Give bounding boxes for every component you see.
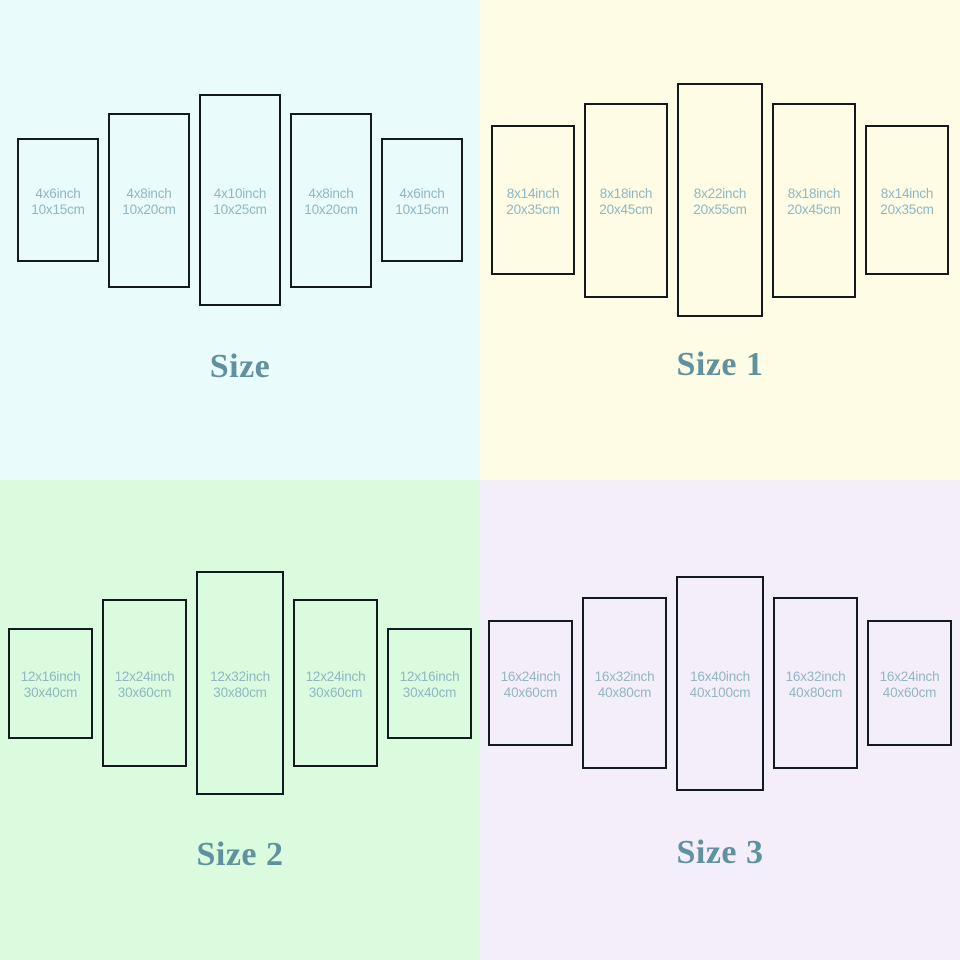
panel-size-cm: 20x35cm (880, 201, 934, 217)
panel-size-cm: 20x45cm (787, 201, 841, 217)
panel-size-inch: 4x8inch (308, 186, 354, 201)
panel-size-inch: 8x22inch (693, 186, 747, 201)
panel-size-cm: 40x100cm (689, 684, 751, 700)
panel-size-cm: 10x20cm (304, 201, 358, 217)
panel-size-cm: 30x40cm (402, 684, 457, 700)
panel-size-cm: 40x80cm (597, 684, 652, 700)
size-option-title: Size 3 (676, 834, 764, 871)
panel-size-cm: 20x55cm (693, 201, 747, 217)
panel-size-cm: 10x15cm (395, 201, 449, 217)
size-option-title: Size 2 (196, 836, 284, 873)
panel-size-inch: 12x24inch (114, 669, 175, 684)
panel-size-cm: 40x80cm (788, 684, 843, 700)
panel-size-cm: 10x25cm (213, 201, 267, 217)
panel-size-inch: 12x24inch (305, 669, 366, 684)
panel-size-cm: 30x80cm (213, 684, 267, 700)
panel-size-inch: 16x40inch (690, 669, 750, 684)
panel-size-inch: 12x16inch (20, 669, 81, 684)
panel-size-cm: 40x60cm (503, 684, 558, 700)
panel-size-cm: 40x60cm (882, 684, 937, 700)
panel-size-inch: 4x6inch (35, 186, 81, 201)
panel-size-inch: 12x32inch (210, 669, 270, 684)
panel-size-inch: 4x8inch (126, 186, 172, 201)
size-option-title: Size 1 (676, 346, 764, 383)
panel-size-cm: 20x35cm (506, 201, 560, 217)
panel-size-cm: 10x20cm (122, 201, 176, 217)
panel-size-inch: 16x32inch (785, 669, 846, 684)
panel-size-inch: 8x18inch (599, 186, 653, 201)
panel-size-cm: 30x40cm (23, 684, 78, 700)
panel-size-cm: 10x15cm (31, 201, 85, 217)
panel-size-inch: 16x24inch (879, 669, 940, 684)
panel-size-cm: 30x60cm (117, 684, 172, 700)
panel-size-cm: 20x45cm (599, 201, 653, 217)
size-option-title: Size (209, 348, 271, 385)
panel-size-cm: 30x60cm (308, 684, 363, 700)
panel-size-inch: 12x16inch (399, 669, 460, 684)
panel-size-inch: 16x32inch (594, 669, 655, 684)
panel-size-inch: 8x14inch (506, 186, 560, 201)
panel-size-inch: 8x18inch (787, 186, 841, 201)
panel-size-inch: 4x10inch (213, 186, 267, 201)
panel-size-inch: 16x24inch (500, 669, 561, 684)
panel-size-inch: 8x14inch (880, 186, 934, 201)
panel-size-inch: 4x6inch (399, 186, 445, 201)
